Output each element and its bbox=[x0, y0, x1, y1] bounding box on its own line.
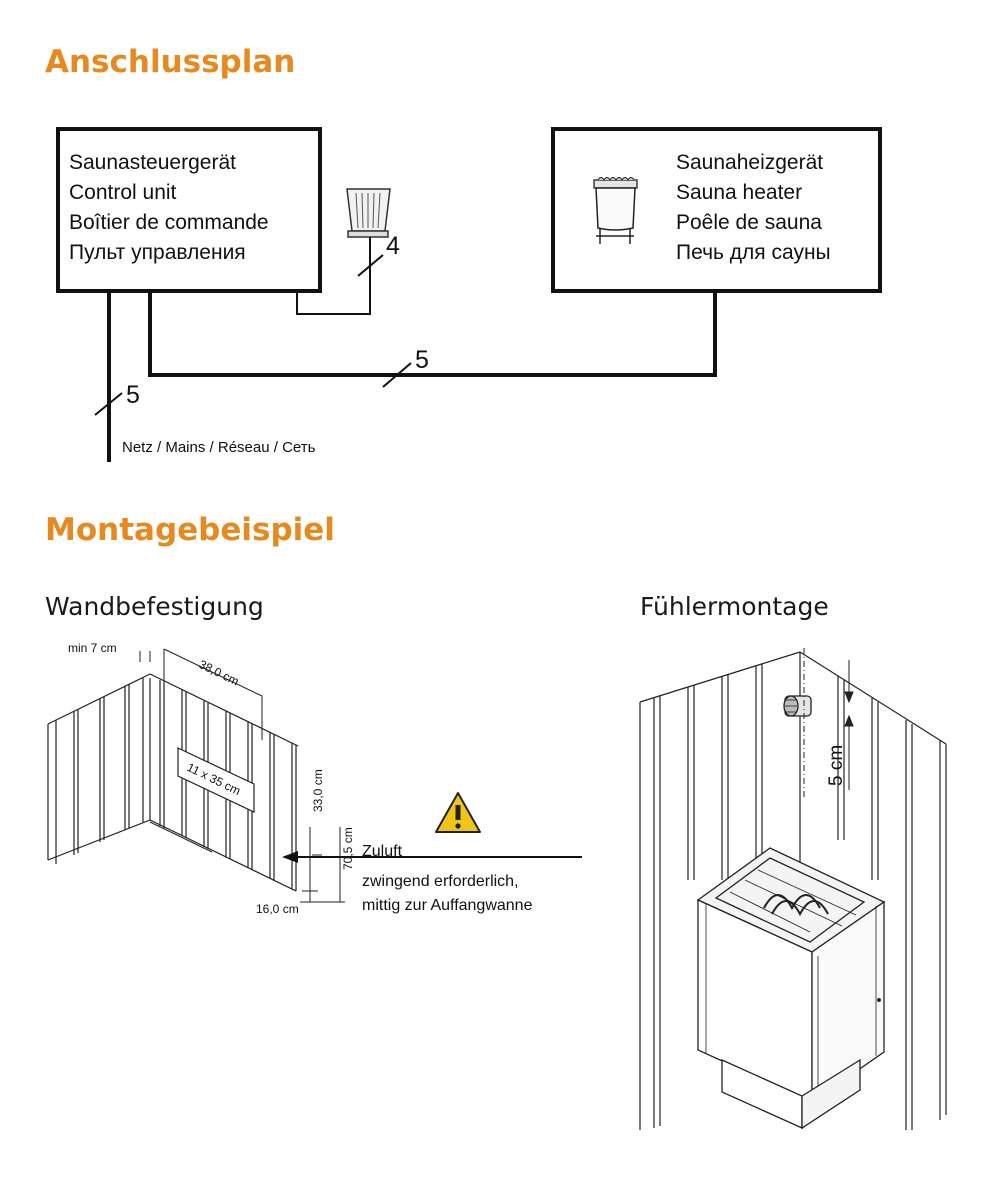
control-unit-box: Saunasteuergerät Control unit Boîtier de… bbox=[56, 127, 322, 293]
heater-label-en: Sauna heater bbox=[676, 181, 802, 204]
sensor-distance-label: 5 cm bbox=[826, 745, 847, 786]
mains-wire-count: 5 bbox=[126, 381, 140, 409]
mains-wire bbox=[94, 291, 123, 462]
wall-dimension-lines bbox=[139, 648, 345, 903]
heater-icon bbox=[593, 177, 638, 244]
width-label: 38,0 cm bbox=[197, 657, 242, 688]
mounting-title: Montagebeispiel bbox=[45, 512, 335, 548]
control-unit-label-ru: Пульт управления bbox=[69, 241, 246, 264]
floor-gap-label: 16,0 cm bbox=[256, 902, 299, 916]
mains-label: Netz / Mains / Réseau / Сеть bbox=[122, 439, 316, 456]
sauna-heater-box: Saunaheizgerät Sauna heater Poêle de sau… bbox=[551, 127, 882, 293]
wall-mounting-title: Wandbefestigung bbox=[45, 592, 264, 621]
sensor-distance-dimension bbox=[803, 648, 854, 800]
control-unit-label-fr: Boîtier de commande bbox=[69, 211, 269, 234]
sauna-heater-drawing bbox=[696, 847, 886, 1130]
sensor-wire-count: 4 bbox=[386, 232, 400, 260]
min-gap-label: min 7 cm bbox=[68, 641, 117, 655]
wall-sensor-icon bbox=[783, 695, 812, 717]
air-vent-opening: 11 x 35 cm bbox=[177, 747, 255, 813]
wiring-title: Anschlussplan bbox=[45, 44, 295, 80]
sensor-mounting-title: Fühlermontage bbox=[640, 592, 829, 621]
supply-air-note-2: mittig zur Auffangwanne bbox=[362, 897, 533, 914]
heater-label-fr: Poêle de sauna bbox=[676, 211, 822, 234]
warning-icon bbox=[435, 792, 481, 833]
wall-mounting-drawing bbox=[47, 673, 299, 892]
control-unit-label-en: Control unit bbox=[69, 181, 177, 204]
heater-wire-count: 5 bbox=[415, 346, 429, 374]
supply-air-note-1: zwingend erforderlich, bbox=[362, 873, 519, 890]
supply-air-label: Zuluft bbox=[362, 843, 403, 860]
upper-height-label: 33,0 cm bbox=[311, 769, 325, 812]
heater-label-de: Saunaheizgerät bbox=[676, 151, 823, 174]
total-height-label: 70,5 cm bbox=[341, 827, 355, 870]
supply-air-arrow bbox=[282, 851, 582, 863]
heater-wire bbox=[148, 291, 717, 388]
control-unit-label-de: Saunasteuergerät bbox=[69, 151, 236, 174]
temperature-sensor-icon bbox=[346, 188, 391, 238]
sensor-wire bbox=[296, 237, 384, 315]
heater-label-ru: Печь для сауны bbox=[676, 241, 831, 264]
